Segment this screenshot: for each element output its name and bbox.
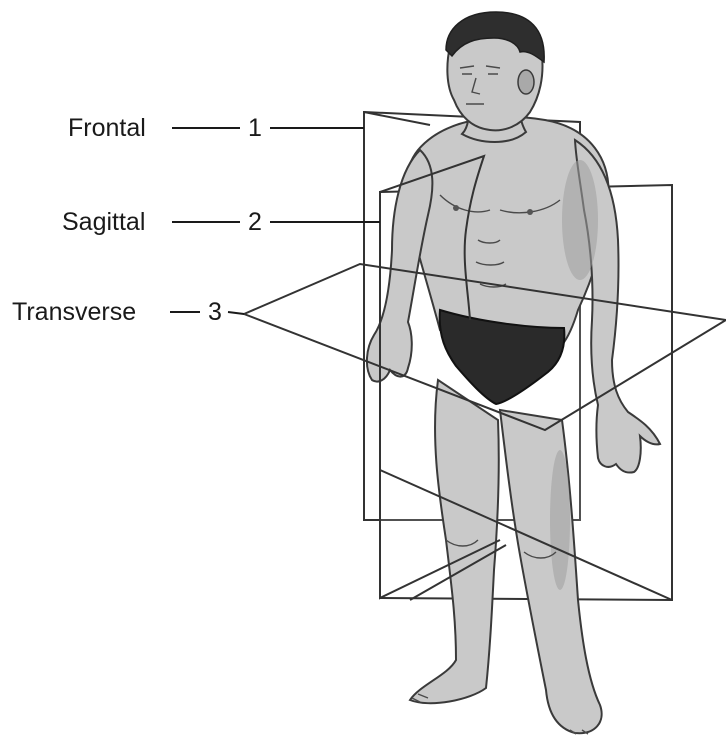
label-frontal: Frontal <box>68 114 146 142</box>
leader-transverse-b <box>228 312 244 314</box>
torso-shade <box>562 160 598 280</box>
label-sagittal: Sagittal <box>62 208 145 236</box>
leg-shade <box>550 450 570 590</box>
nipple-right <box>527 209 533 215</box>
ear <box>518 70 534 94</box>
nipple-left <box>453 205 459 211</box>
label-number-3: 3 <box>208 298 222 326</box>
label-number-1: 1 <box>248 114 262 142</box>
labels: Frontal 1 Sagittal 2 Transverse 3 <box>12 114 380 326</box>
label-number-2: 2 <box>248 208 262 236</box>
label-transverse: Transverse <box>12 298 136 326</box>
